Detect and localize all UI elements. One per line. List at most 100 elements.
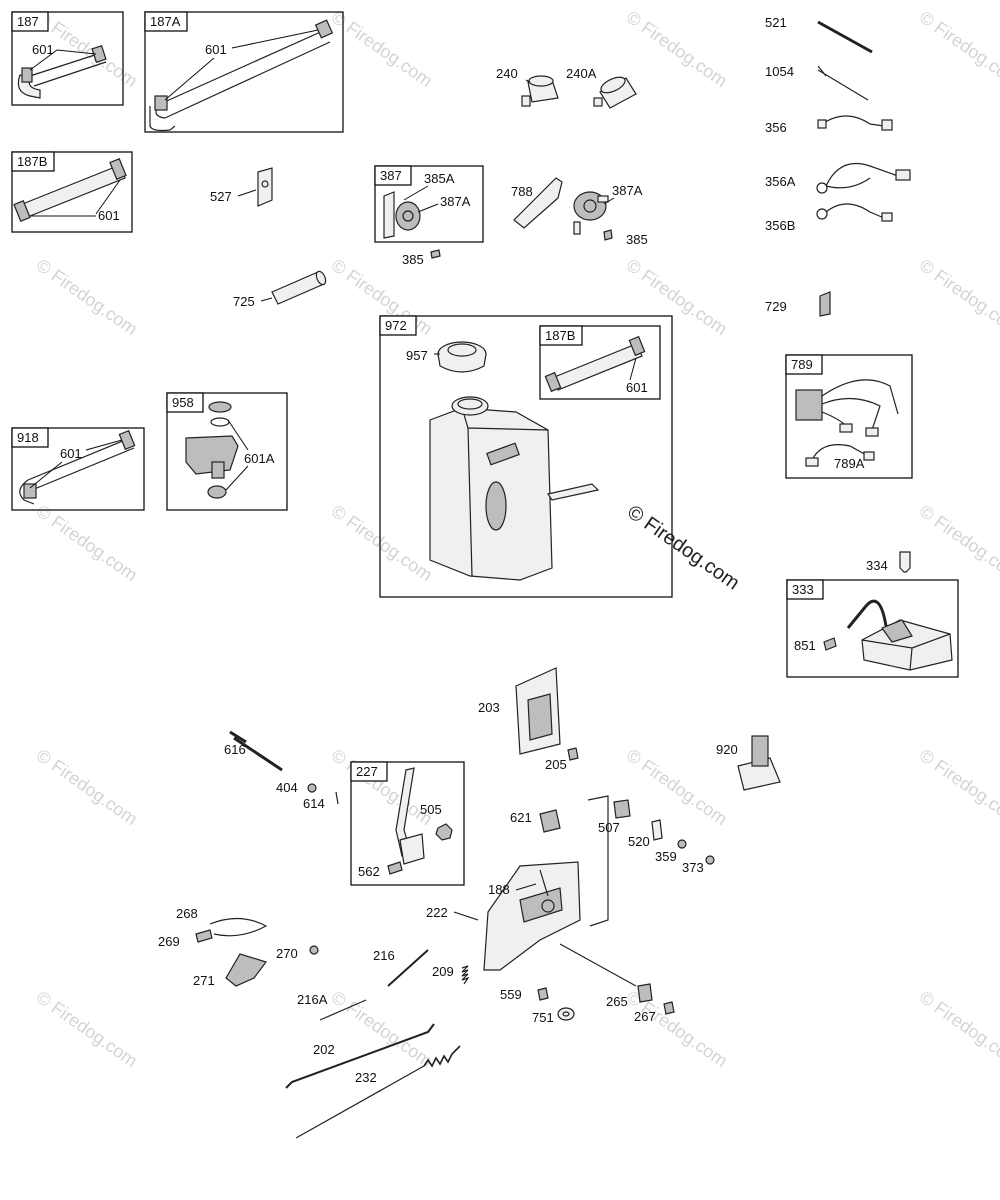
- part-1054[interactable]: 1054: [765, 64, 869, 101]
- callout-621: 621: [510, 810, 532, 825]
- spark-plug-wire: [846, 599, 888, 629]
- watermark: © Firedog.com: [623, 745, 731, 829]
- part-373[interactable]: 373: [682, 855, 715, 875]
- callout-562: 562: [358, 864, 380, 879]
- part-359[interactable]: 359: [655, 839, 687, 864]
- callout-268: 268: [176, 906, 198, 921]
- part-520[interactable]: 520: [628, 819, 663, 849]
- part-385[interactable]: 385: [402, 249, 441, 267]
- part-616[interactable]: 616: [224, 730, 283, 772]
- part-240[interactable]: 240: [496, 66, 559, 107]
- watermark-center: © Firedog.com: [623, 501, 743, 594]
- group-187[interactable]: 187 601: [11, 11, 124, 106]
- part-621[interactable]: 621: [510, 809, 561, 833]
- part-268[interactable]: 268: [176, 906, 268, 937]
- part-356B[interactable]: 356B: [765, 203, 893, 233]
- group-972[interactable]: 972 957 187B 601: [379, 315, 673, 598]
- group-789[interactable]: 789 789A: [785, 354, 913, 479]
- screw-part: [537, 987, 549, 1001]
- group-333[interactable]: 333 851: [786, 579, 959, 678]
- part-559[interactable]: 559: [500, 987, 549, 1002]
- rectifier-part: [795, 389, 823, 421]
- group-958[interactable]: 958 601A: [166, 392, 288, 511]
- spark-plug-boot: [823, 637, 837, 651]
- group-187A[interactable]: 187A 601: [144, 11, 344, 133]
- part-205[interactable]: 205: [545, 747, 579, 772]
- callout-601: 601: [626, 380, 648, 395]
- part-725[interactable]: 725: [233, 270, 328, 309]
- part-356[interactable]: 356: [765, 115, 893, 135]
- part-232[interactable]: 232: [295, 1045, 461, 1139]
- part-267[interactable]: 267: [634, 1001, 675, 1024]
- group-227[interactable]: 227 505 562: [350, 761, 465, 886]
- watermark: © Firedog.com: [328, 501, 436, 585]
- callout-601: 601: [32, 42, 54, 57]
- part-216A[interactable]: 216A: [297, 992, 367, 1021]
- hose-clamp-part: [544, 371, 562, 393]
- hose-clamp-part: [207, 485, 227, 499]
- part-527[interactable]: 527: [210, 167, 273, 207]
- part-202[interactable]: 202: [285, 1023, 435, 1089]
- part-269[interactable]: 269: [158, 929, 213, 949]
- part-751[interactable]: 751: [532, 1007, 575, 1025]
- callout-788: 788: [511, 184, 533, 199]
- hose-clamp-part: [91, 45, 107, 63]
- callout-270: 270: [276, 946, 298, 961]
- part-507[interactable]: 507: [598, 799, 631, 835]
- washer-part: [557, 1007, 575, 1021]
- callout-334: 334: [866, 558, 888, 573]
- group-918[interactable]: 918 601: [11, 427, 145, 511]
- part-404[interactable]: 404: [276, 780, 317, 795]
- part-729[interactable]: 729: [765, 291, 831, 317]
- fuel-line-part: [29, 51, 107, 87]
- watermark: © Firedog.com: [328, 7, 436, 91]
- watermark: © Firedog.com: [916, 745, 1000, 829]
- part-271[interactable]: 271: [193, 953, 267, 988]
- callout-385: 385: [402, 252, 424, 267]
- cable-part: [209, 917, 268, 937]
- callout-356: 356: [765, 120, 787, 135]
- part-614[interactable]: 614: [303, 791, 339, 811]
- part-387A[interactable]: 387A: [573, 183, 643, 235]
- callout-385A: 385A: [424, 171, 455, 186]
- part-240A[interactable]: 240A: [566, 66, 637, 109]
- callout-188: 188: [488, 882, 510, 897]
- screw-part: [387, 861, 403, 875]
- callout-187B: 187B: [545, 328, 575, 343]
- callout-601A: 601A: [244, 451, 275, 466]
- screw-part: [567, 747, 579, 761]
- callout-187A: 187A: [150, 14, 181, 29]
- part-270[interactable]: 270: [276, 945, 319, 961]
- part-356A[interactable]: 356A: [765, 162, 911, 194]
- callout-920: 920: [716, 742, 738, 757]
- group-387[interactable]: 387 385A 387A: [374, 165, 484, 243]
- fuel-line-part: [19, 437, 135, 505]
- part-265[interactable]: 265: [559, 943, 653, 1009]
- part-920[interactable]: 920: [716, 735, 781, 791]
- part-788[interactable]: 788: [511, 177, 563, 229]
- part-188[interactable]: 188: [488, 882, 537, 897]
- part-203[interactable]: 203: [478, 667, 561, 755]
- group-187B[interactable]: 187B 601: [11, 151, 133, 233]
- bracket-part: [513, 177, 563, 229]
- callout-216: 216: [373, 948, 395, 963]
- callout-404: 404: [276, 780, 298, 795]
- nut-part: [435, 823, 453, 841]
- callout-356B: 356B: [765, 218, 795, 233]
- callout-202: 202: [313, 1042, 335, 1057]
- callout-505: 505: [420, 802, 442, 817]
- part-216[interactable]: 216: [373, 948, 429, 987]
- callout-527: 527: [210, 189, 232, 204]
- callout-616: 616: [224, 742, 246, 757]
- hose-clamp-part: [314, 19, 334, 39]
- part-222[interactable]: 222: [426, 795, 609, 971]
- hose-clamp-part: [208, 401, 232, 413]
- hose-clamp-part: [118, 429, 136, 451]
- wire-harness-part: [825, 162, 899, 189]
- part-385-b[interactable]: 385: [603, 229, 648, 247]
- part-209[interactable]: 209: [432, 964, 470, 985]
- callout-203: 203: [478, 700, 500, 715]
- part-521[interactable]: 521: [765, 15, 873, 54]
- part-334[interactable]: 334: [866, 551, 911, 573]
